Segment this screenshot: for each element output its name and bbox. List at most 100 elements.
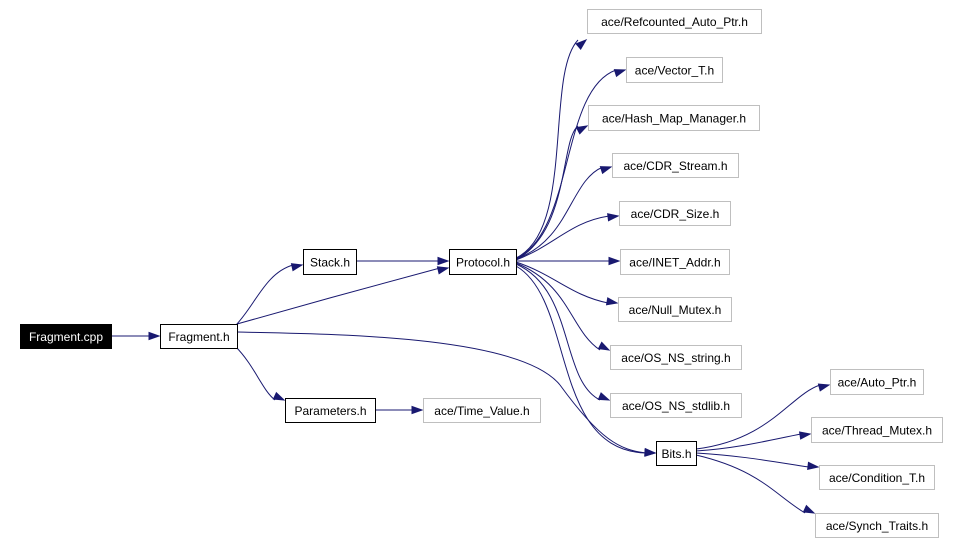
node-box [819, 465, 935, 490]
node-label: ace/Synch_Traits.h [826, 519, 928, 533]
node-auto-ptr[interactable]: ace/Auto_Ptr.h [830, 369, 924, 395]
node-box [815, 513, 939, 538]
node-parameters-h[interactable]: Parameters.h [285, 398, 376, 423]
node-box [610, 393, 742, 418]
node-label: Fragment.h [168, 330, 229, 344]
node-box [618, 297, 732, 322]
arrowhead-protocol_h-to-refcounted_auto_ptr [575, 39, 588, 51]
edge-protocol_h-to-hash_map_manager [515, 125, 579, 261]
node-inet-addr[interactable]: ace/INET_Addr.h [620, 249, 730, 275]
edge-fragment_h-to-bits_h [236, 331, 647, 454]
node-label: ace/Refcounted_Auto_Ptr.h [601, 15, 748, 29]
edge-protocol_h-to-os_ns_string [515, 262, 601, 351]
node-stack-h[interactable]: Stack.h [303, 249, 357, 275]
edge-protocol_h-to-vector_t [515, 69, 617, 260]
edge-fragment_h-to-parameters_h [234, 345, 276, 401]
node-label: ace/Vector_T.h [635, 64, 714, 78]
node-cdr-size[interactable]: ace/CDR_Size.h [619, 201, 731, 226]
arrowhead-protocol_h-to-bits_h [644, 448, 657, 457]
node-box [588, 105, 760, 131]
node-label: ace/Null_Mutex.h [629, 303, 722, 317]
node-box [423, 398, 541, 423]
node-box [830, 369, 924, 395]
edge-bits_h-to-auto_ptr [695, 384, 821, 450]
node-label: ace/OS_NS_stdlib.h [622, 399, 730, 413]
arrowhead-stack_h-to-protocol_h [437, 256, 450, 266]
node-thread-mutex[interactable]: ace/Thread_Mutex.h [811, 417, 943, 443]
node-box [612, 153, 739, 178]
arrowhead-bits_h-to-synch_traits [802, 504, 816, 514]
node-label: ace/Time_Value.h [434, 404, 529, 418]
edge-protocol_h-to-cdr_stream [515, 166, 604, 260]
node-label: Protocol.h [456, 256, 510, 270]
arrowhead-fragment_cpp-to-fragment_h [148, 331, 161, 341]
edge-bits_h-to-thread_mutex [695, 433, 802, 452]
node-box [449, 249, 517, 275]
node-label: ace/Auto_Ptr.h [838, 376, 917, 390]
arrowhead-fragment_h-to-parameters_h [272, 391, 286, 401]
node-box [587, 9, 762, 34]
edge-bits_h-to-synch_traits [695, 454, 806, 514]
arrowhead-bits_h-to-condition_t [807, 461, 820, 470]
arrowhead-protocol_h-to-null_mutex [605, 297, 619, 306]
edge-protocol_h-to-null_mutex [515, 261, 609, 304]
node-label: Stack.h [310, 256, 350, 270]
node-label: Parameters.h [294, 404, 366, 418]
edge-protocol_h-to-os_ns_stdlib [515, 263, 601, 401]
arrowhead-bits_h-to-thread_mutex [798, 431, 812, 440]
node-time-value[interactable]: ace/Time_Value.h [423, 398, 541, 423]
arrowhead-protocol_h-to-os_ns_stdlib [597, 392, 611, 401]
arrowhead-parameters_h-to-time_value [411, 405, 424, 415]
arrowhead-fragment_h-to-stack_h [290, 263, 304, 272]
node-refcounted-auto-ptr[interactable]: ace/Refcounted_Auto_Ptr.h [587, 9, 762, 34]
node-label: ace/Hash_Map_Manager.h [602, 112, 746, 126]
node-condition-t[interactable]: ace/Condition_T.h [819, 465, 935, 490]
node-null-mutex[interactable]: ace/Null_Mutex.h [618, 297, 732, 322]
node-fragment-h[interactable]: Fragment.h [160, 324, 238, 349]
arrowhead-protocol_h-to-cdr_stream [599, 166, 613, 175]
node-box [303, 249, 357, 275]
node-box [610, 345, 742, 370]
node-box [20, 324, 112, 349]
node-label: ace/INET_Addr.h [629, 256, 720, 270]
arrowhead-bits_h-to-auto_ptr [817, 383, 831, 392]
node-fragment-cpp[interactable]: Fragment.cpp [20, 324, 112, 349]
nodes-layer: Fragment.cpp Fragment.h Stack.hParameters.… [20, 9, 943, 538]
edge-fragment_h-to-protocol_h [236, 267, 441, 325]
node-label: Bits.h [661, 447, 691, 461]
node-hash-map-manager[interactable]: ace/Hash_Map_Manager.h [588, 105, 760, 131]
node-label: ace/OS_NS_string.h [621, 351, 730, 365]
arrowhead-protocol_h-to-cdr_size [607, 213, 620, 222]
edges-layer [111, 39, 831, 514]
node-synch-traits[interactable]: ace/Synch_Traits.h [815, 513, 939, 538]
node-box [619, 201, 731, 226]
node-box [626, 57, 723, 83]
node-label: Fragment.cpp [29, 330, 103, 344]
node-box [285, 398, 376, 423]
arrowhead-protocol_h-to-inet_addr [608, 256, 621, 266]
node-cdr-stream[interactable]: ace/CDR_Stream.h [612, 153, 739, 178]
edge-fragment_h-to-stack_h [234, 264, 294, 327]
edge-bits_h-to-condition_t [695, 452, 810, 468]
node-label: ace/Thread_Mutex.h [822, 424, 932, 438]
node-protocol-h[interactable]: Protocol.h [449, 249, 517, 275]
node-label: ace/CDR_Size.h [631, 207, 720, 221]
arrowhead-fragment_h-to-protocol_h [436, 266, 450, 275]
node-box [160, 324, 238, 349]
node-bits-h[interactable]: Bits.h [656, 441, 697, 466]
node-os-ns-stdlib[interactable]: ace/OS_NS_stdlib.h [610, 393, 742, 418]
node-vector-t[interactable]: ace/Vector_T.h [626, 57, 723, 83]
node-label: ace/Condition_T.h [829, 471, 925, 485]
edge-protocol_h-to-bits_h [515, 265, 647, 454]
edge-protocol_h-to-refcounted_auto_ptr [515, 39, 579, 259]
edge-protocol_h-to-cdr_size [515, 215, 610, 261]
node-label: ace/CDR_Stream.h [623, 159, 727, 173]
arrowhead-protocol_h-to-vector_t [613, 69, 627, 78]
node-os-ns-string[interactable]: ace/OS_NS_string.h [610, 345, 742, 370]
node-box [620, 249, 730, 275]
node-box [656, 441, 697, 466]
arrowhead-protocol_h-to-os_ns_string [597, 341, 611, 351]
arrowhead-protocol_h-to-hash_map_manager [575, 125, 589, 135]
node-box [811, 417, 943, 443]
